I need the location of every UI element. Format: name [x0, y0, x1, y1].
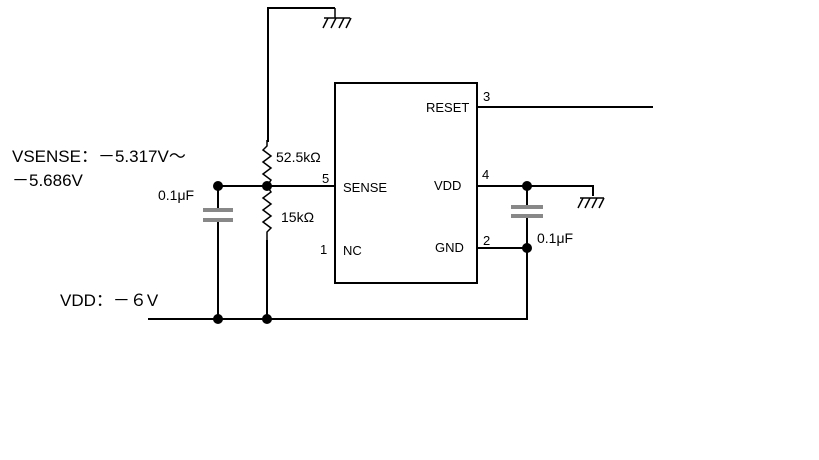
resistor-top-value: 52.5kΩ	[276, 149, 321, 165]
pin-number-reset: 3	[483, 89, 490, 104]
vsense-range-line1: VSENSE：－5.317V～	[12, 147, 186, 166]
capacitor-right-value: 0.1μF	[537, 230, 573, 246]
pin-name-sense: SENSE	[343, 180, 387, 195]
wire-vdd-bus	[148, 248, 528, 320]
pin-name-vdd: VDD	[434, 178, 461, 193]
pin-name-nc: NC	[343, 243, 362, 258]
wire-top-ground	[267, 7, 335, 142]
pin-number-nc: 1	[320, 242, 327, 257]
ground-symbol-top-icon	[322, 8, 352, 29]
junction-vdd-left	[213, 314, 223, 324]
ic-body	[334, 82, 478, 284]
junction-gnd-pin	[522, 243, 532, 253]
pin-name-reset: RESET	[426, 100, 469, 115]
resistor-bottom-value: 15kΩ	[281, 209, 314, 225]
pin-number-vdd: 4	[482, 167, 489, 182]
resistor-bottom-icon	[261, 185, 273, 240]
vsense-range-line2: －5.686V	[12, 171, 84, 190]
junction-sense-divider	[262, 181, 272, 191]
wire-vdd-pin	[477, 185, 594, 196]
vdd-supply-label: VDD：－６V	[60, 291, 159, 310]
pin-name-gnd: GND	[435, 240, 464, 255]
ground-symbol-right-icon	[577, 197, 605, 209]
junction-sense-left	[213, 181, 223, 191]
capacitor-left-value: 0.1μF	[158, 187, 194, 203]
pin-number-sense: 5	[322, 171, 329, 186]
junction-vdd-pin	[522, 181, 532, 191]
junction-vdd-divider	[262, 314, 272, 324]
pin-number-gnd: 2	[483, 233, 490, 248]
resistor-top-icon	[261, 140, 273, 187]
